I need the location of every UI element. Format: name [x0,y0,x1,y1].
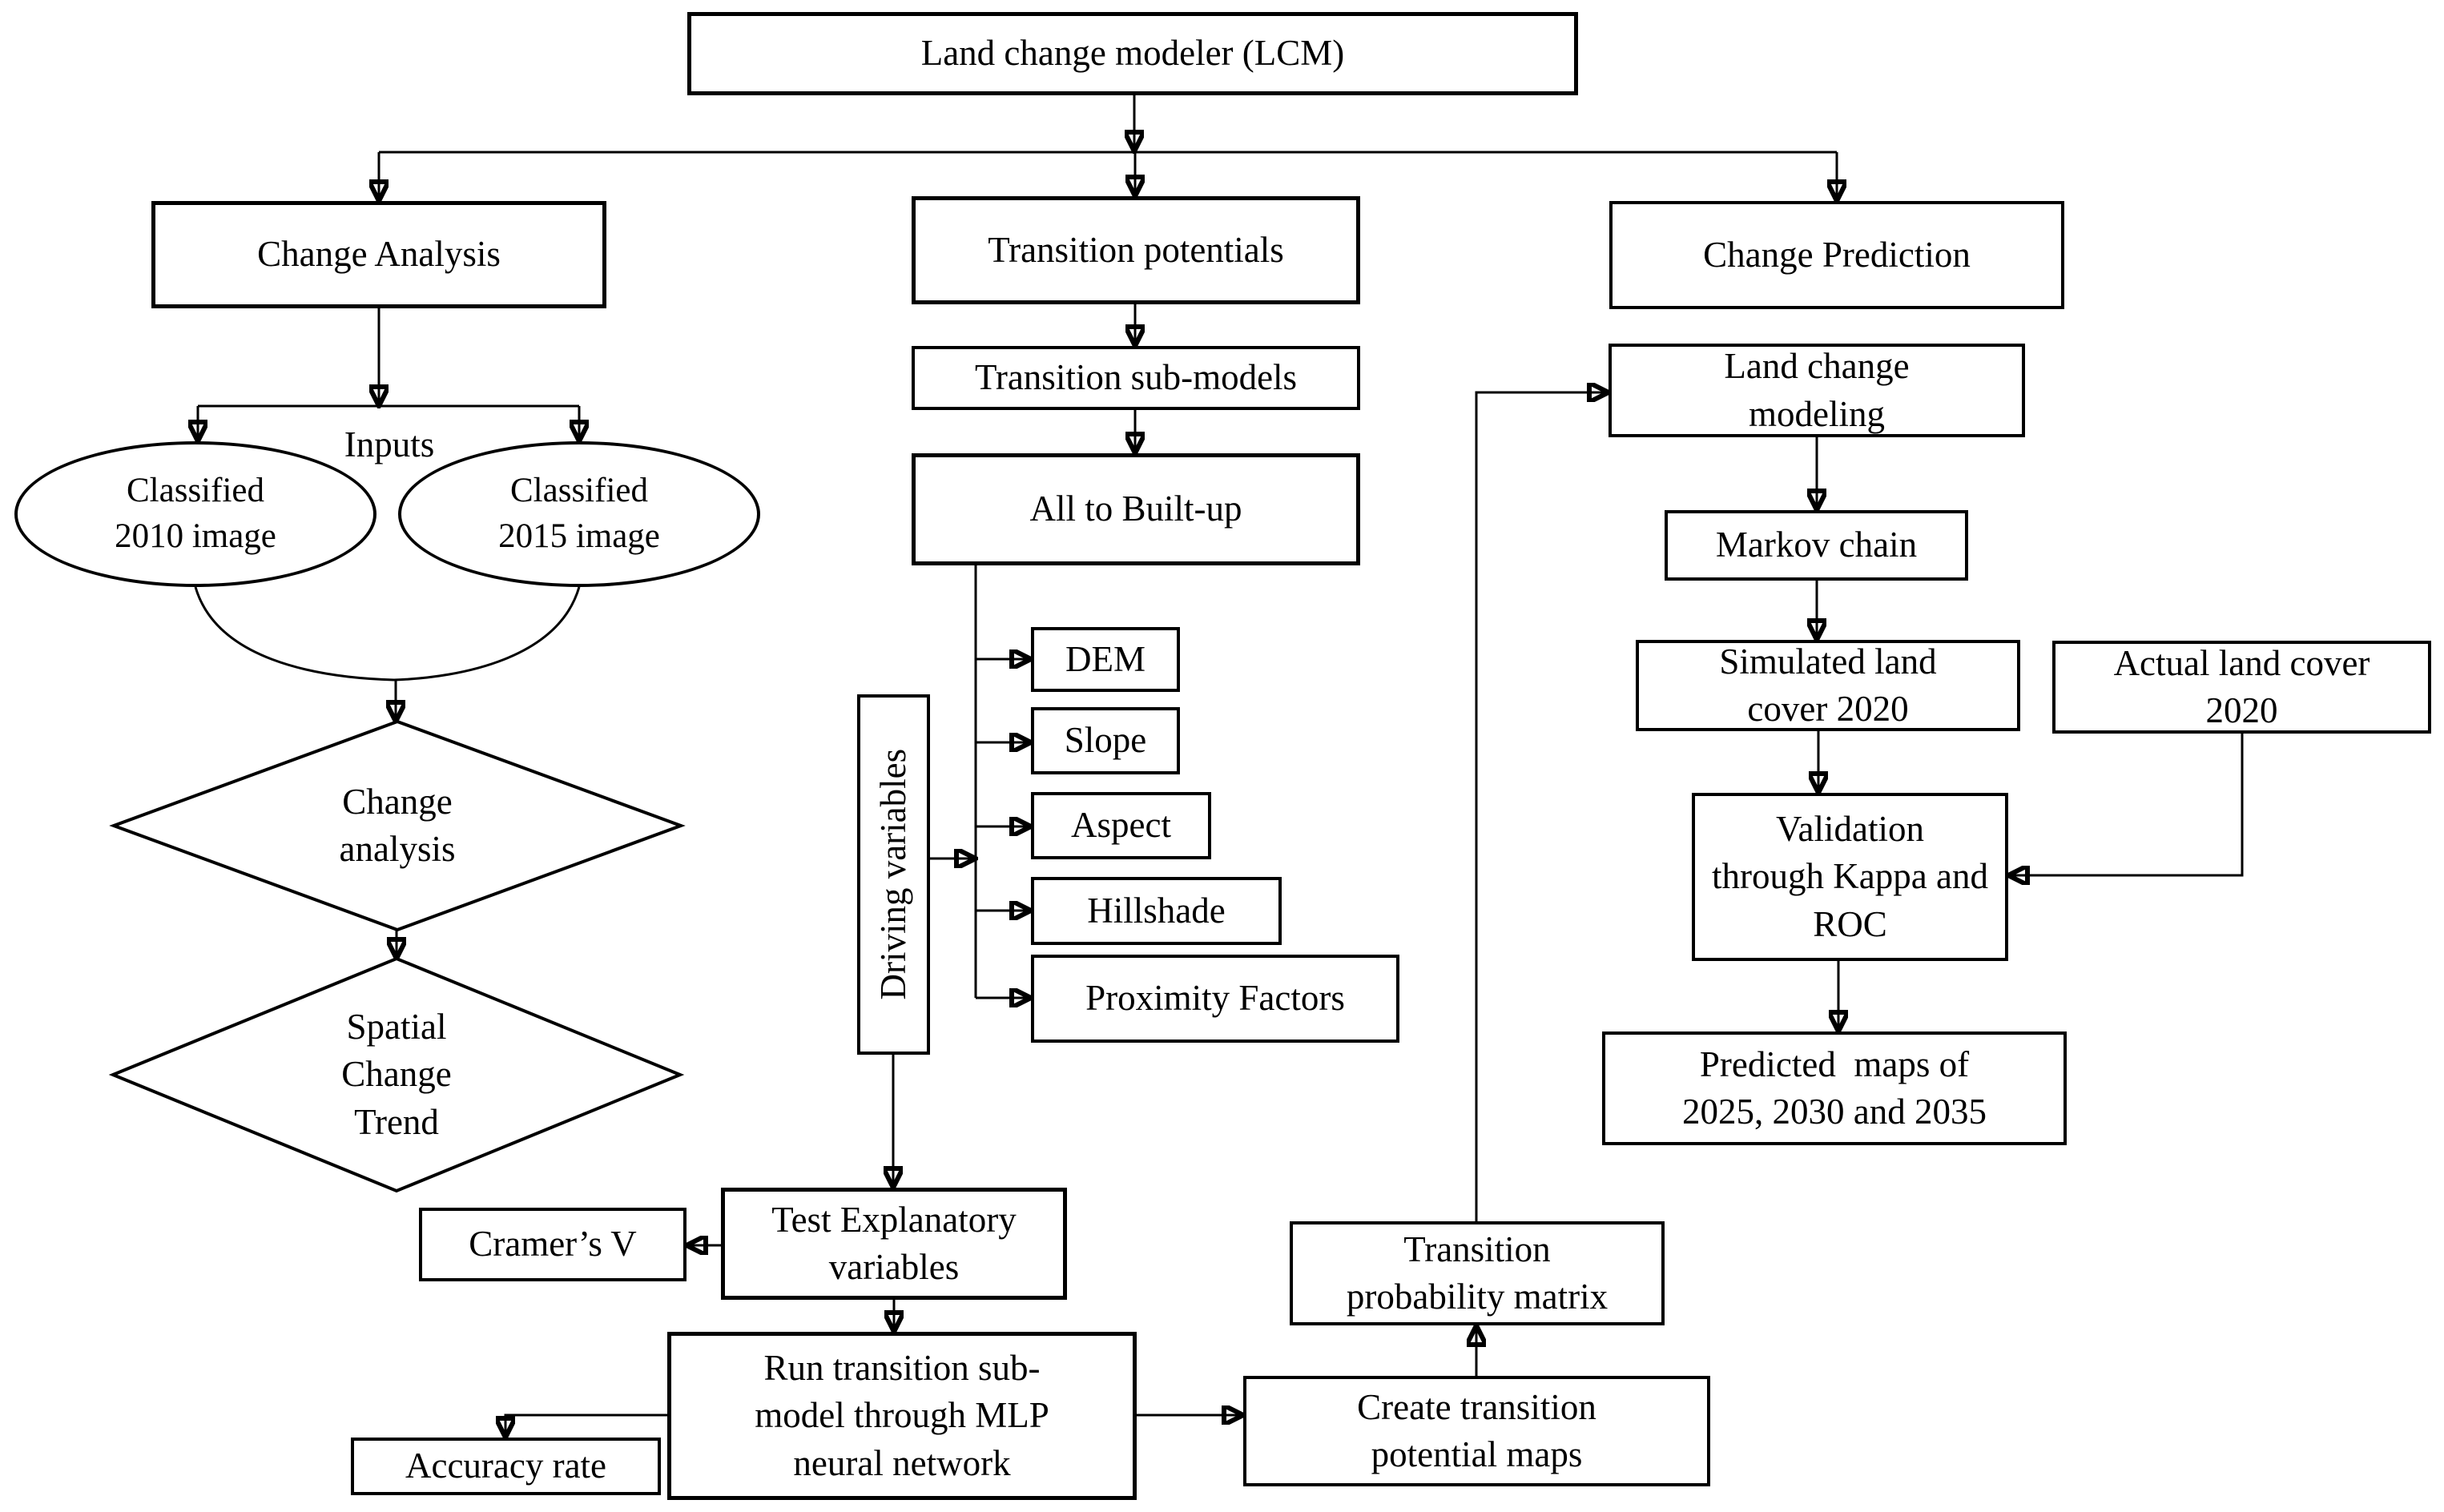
node-hillshade-label: Hillshade [1087,890,1226,931]
node-simulated-land-cover-label: Simulated land cover 2020 [1719,641,1937,729]
label-change-analysis-decision: Change analysis [277,770,517,882]
label-inputs-text: Inputs [344,424,435,465]
node-run-mlp-label: Run transition sub- model through MLP ne… [755,1347,1049,1483]
merge-curve-2010 [194,586,395,682]
node-driving-variables-label: Driving variables [872,749,913,1000]
connector-actual-to-validation [2010,734,2244,875]
node-change-prediction: Change Prediction [1609,201,2064,309]
node-create-potential-maps: Create transition potential maps [1243,1376,1710,1486]
node-proximity-factors: Proximity Factors [1031,955,1399,1043]
node-create-potential-maps-label: Create transition potential maps [1357,1386,1596,1474]
node-markov-chain: Markov chain [1665,510,1968,581]
node-classified-2010: Classified 2010 image [14,441,376,587]
node-transition-potentials: Transition potentials [912,196,1360,304]
node-simulated-land-cover: Simulated land cover 2020 [1636,640,2020,731]
node-cramers-v-label: Cramer’s V [469,1224,637,1265]
diamond-spatial-change-trend [108,956,685,1193]
node-test-explanatory-label: Test Explanatory variables [771,1199,1017,1287]
node-transition-probability-matrix: Transition probability matrix [1290,1221,1665,1325]
node-proximity-factors-label: Proximity Factors [1085,978,1345,1019]
node-slope-label: Slope [1064,720,1147,761]
node-validation-label: Validation through Kappa and ROC [1712,808,1988,944]
node-predicted-maps: Predicted maps of 2025, 2030 and 2035 [1602,1031,2067,1145]
node-change-analysis-label: Change Analysis [257,234,501,275]
node-validation: Validation through Kappa and ROC [1692,793,2008,961]
node-change-prediction-label: Change Prediction [1703,234,1971,275]
node-classified-2015: Classified 2015 image [398,441,760,587]
connector-matrix-to-modeling [1475,392,1607,1221]
node-accuracy-rate-label: Accuracy rate [405,1446,607,1486]
node-aspect: Aspect [1031,792,1211,859]
node-dem: DEM [1031,627,1180,692]
node-classified-2015-label: Classified 2015 image [498,472,660,555]
node-test-explanatory: Test Explanatory variables [721,1188,1067,1300]
node-dem-label: DEM [1065,638,1145,679]
node-driving-variables: Driving variables [857,694,930,1055]
connector-run-to-accuracy [505,1413,667,1436]
node-markov-chain-label: Markov chain [1715,525,1918,565]
node-land-change-modeling: Land change modeling [1609,344,2025,437]
node-transition-probability-matrix-label: Transition probability matrix [1346,1228,1609,1317]
label-spatial-change-trend: Spatial Change Trend [276,999,517,1151]
node-lcm: Land change modeler (LCM) [687,12,1578,95]
node-cramers-v: Cramer’s V [419,1208,686,1281]
node-aspect-label: Aspect [1071,805,1171,846]
node-actual-land-cover-label: Actual land cover 2020 [2113,642,2370,730]
merge-curve-2015 [393,586,581,682]
label-inputs: Inputs [309,420,469,471]
node-actual-land-cover: Actual land cover 2020 [2052,641,2431,734]
node-land-change-modeling-label: Land change modeling [1724,346,1910,434]
node-lcm-label: Land change modeler (LCM) [920,33,1345,74]
label-spatial-change-trend-text: Spatial Change Trend [341,1006,452,1142]
node-run-mlp: Run transition sub- model through MLP ne… [667,1332,1137,1500]
node-all-to-built-up-label: All to Built-up [1029,489,1242,529]
label-change-analysis-decision-text: Change analysis [339,781,456,869]
node-slope: Slope [1031,707,1180,774]
node-transition-potentials-label: Transition potentials [988,229,1284,270]
node-all-to-built-up: All to Built-up [912,453,1360,565]
node-transition-sub-models-label: Transition sub-models [974,357,1298,398]
node-hillshade: Hillshade [1031,877,1282,945]
node-transition-sub-models: Transition sub-models [912,346,1360,410]
node-classified-2010-label: Classified 2010 image [115,472,276,555]
node-predicted-maps-label: Predicted maps of 2025, 2030 and 2035 [1682,1044,1987,1132]
node-change-analysis: Change Analysis [151,201,606,308]
node-accuracy-rate: Accuracy rate [351,1438,661,1495]
